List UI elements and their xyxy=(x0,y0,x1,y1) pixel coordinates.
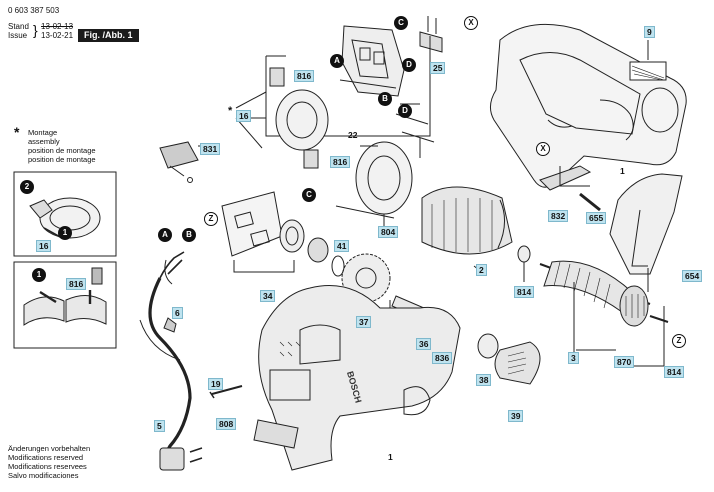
part-label: 831 xyxy=(200,143,221,155)
part-label: 16 xyxy=(236,110,252,122)
reference-marker: D xyxy=(402,58,416,72)
part-label: 37 xyxy=(356,316,372,328)
issue-label: Issue xyxy=(8,31,28,40)
part-label: 38 xyxy=(476,374,492,386)
part-label: 41 xyxy=(334,240,350,252)
part-label: 39 xyxy=(508,410,524,422)
part-label: 1 xyxy=(388,452,393,462)
reference-marker: B xyxy=(378,92,392,106)
note-line: assembly xyxy=(28,137,60,146)
part-label: 804 xyxy=(378,226,399,238)
part-label: 6 xyxy=(172,307,183,319)
part-label: 9 xyxy=(644,26,655,38)
reference-marker: C xyxy=(394,16,408,30)
inset-part-label: 816 xyxy=(66,278,87,290)
note-line: position de montage xyxy=(28,146,96,155)
inset-frame-bottom xyxy=(13,261,117,349)
reference-marker: Z xyxy=(204,212,218,226)
footer-line: Änderungen vorbehalten xyxy=(8,444,91,453)
footer-line: Modifications reservees xyxy=(8,462,87,471)
part-label: 2 xyxy=(476,264,487,276)
reference-marker: A xyxy=(158,228,172,242)
document-number: 0 603 387 503 xyxy=(8,6,60,15)
part-label: 814 xyxy=(664,366,685,378)
part-label: 655 xyxy=(586,212,607,224)
reference-marker: D xyxy=(398,104,412,118)
part-label: 816 xyxy=(330,156,351,168)
header-brace: } xyxy=(33,22,38,38)
part-label: 836 xyxy=(432,352,453,364)
assembly-asterisk: * xyxy=(228,105,233,117)
stand-date: 13-02-13 xyxy=(41,22,74,31)
note-line: position de montage xyxy=(28,155,96,164)
part-label: 19 xyxy=(208,378,224,390)
inset-step-marker: 1 xyxy=(32,268,46,282)
part-label: 25 xyxy=(430,62,446,74)
part-label: 808 xyxy=(216,418,237,430)
footer-notice: Änderungen vorbehalten Modifications res… xyxy=(8,444,90,480)
stand-label: Stand xyxy=(8,22,29,31)
reference-marker: A xyxy=(330,54,344,68)
inset-step-marker: 2 xyxy=(20,180,34,194)
reference-marker: X xyxy=(536,142,550,156)
part-label: 654 xyxy=(682,270,703,282)
part-label: 34 xyxy=(260,290,276,302)
part-label: 814 xyxy=(514,286,535,298)
inset-part-label: 16 xyxy=(36,240,52,252)
reference-marker: C xyxy=(302,188,316,202)
part-label: 36 xyxy=(416,338,432,350)
figure-tag: Fig. /Abb. 1 xyxy=(78,29,139,42)
footer-line: Modifications reserved xyxy=(8,453,84,462)
reference-marker: Z xyxy=(672,334,686,348)
part-label: 832 xyxy=(548,210,569,222)
issue-date: 13-02-21 xyxy=(41,31,74,40)
part-label: 816 xyxy=(294,70,315,82)
part-label: 870 xyxy=(614,356,635,368)
inset-frame-top xyxy=(13,171,117,257)
inset-step-marker: 1 xyxy=(58,226,72,240)
part-label: 1 xyxy=(620,166,625,176)
note-line: Montage xyxy=(28,128,58,137)
part-label: 22 xyxy=(348,130,358,140)
part-label: 5 xyxy=(154,420,165,432)
part-label: 3 xyxy=(568,352,579,364)
footer-line: Salvo modificaciones xyxy=(8,471,79,480)
note-asterisk: * xyxy=(14,124,20,140)
reference-marker: X xyxy=(464,16,478,30)
reference-marker: B xyxy=(182,228,196,242)
